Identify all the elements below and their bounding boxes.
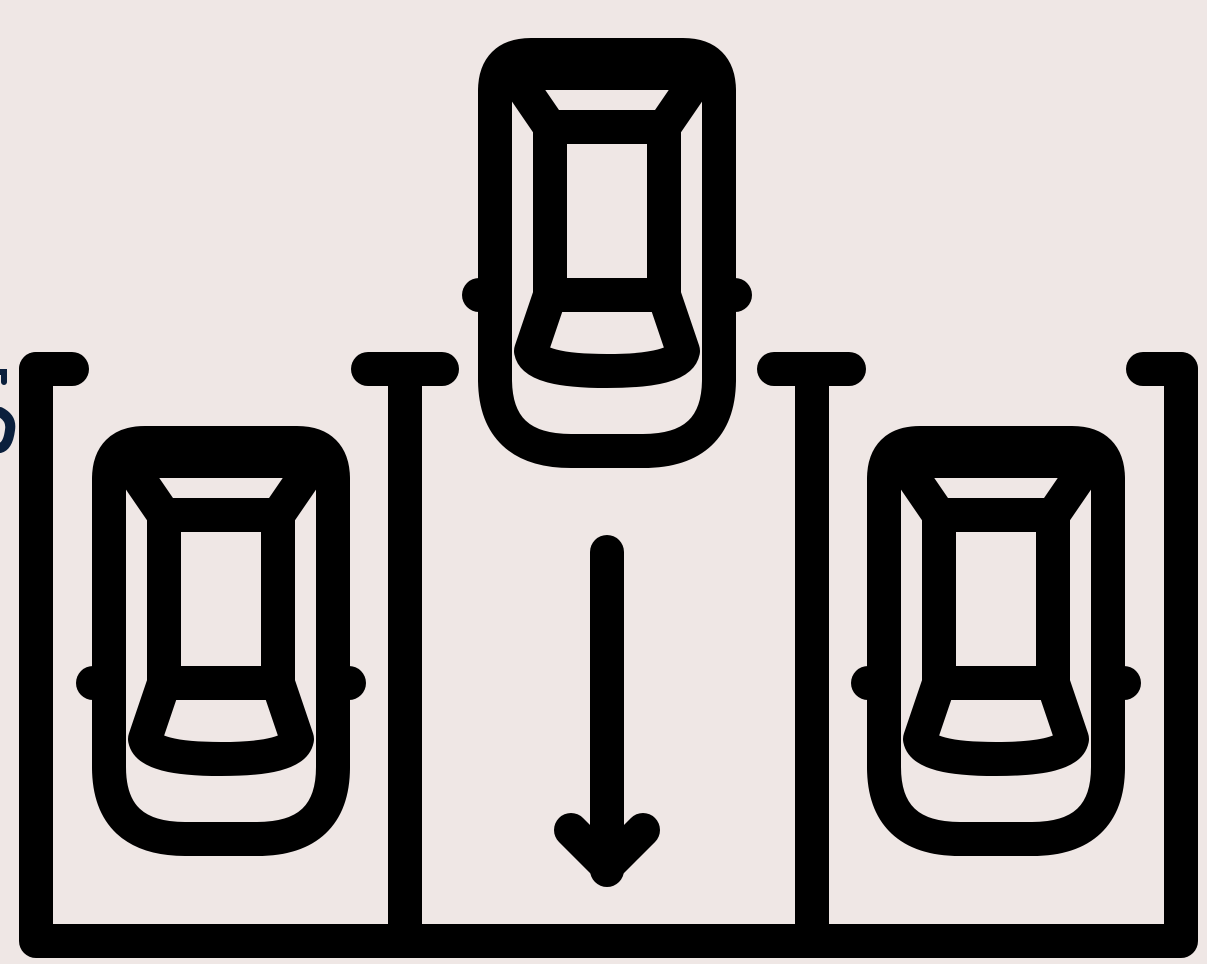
arrow-down-icon [571, 552, 643, 870]
car-top-view-icon [479, 55, 735, 451]
car-parked-right [868, 443, 1124, 839]
car-leaving-center [479, 55, 735, 451]
car-top-view-icon [868, 443, 1124, 839]
car-parked-left [93, 443, 349, 839]
edge-fragment [0, 372, 10, 448]
car-top-view-icon [93, 443, 349, 839]
